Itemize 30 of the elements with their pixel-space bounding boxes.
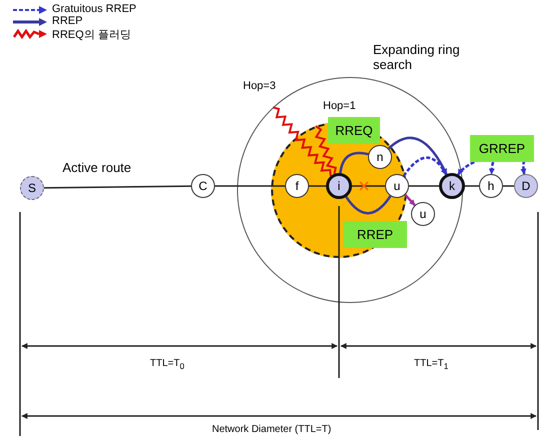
dimension-label: Network Diameter (TTL=T)	[212, 424, 332, 435]
message-box: GRREP	[470, 135, 534, 162]
hop-label: Hop=1	[323, 100, 356, 112]
node-circle: u	[385, 174, 409, 198]
node-circle: C	[191, 174, 215, 198]
node-circle: n	[368, 145, 392, 169]
arrow	[402, 156, 448, 177]
node-circle: S	[20, 176, 44, 200]
arrow	[388, 136, 448, 175]
arrow	[404, 194, 416, 206]
hop-label: Hop=3	[243, 80, 276, 92]
flooding-path	[314, 125, 337, 174]
arrow	[457, 160, 475, 176]
message-box: RREQ	[328, 117, 380, 144]
node-circle: h	[479, 174, 503, 198]
node-circle: i	[326, 173, 352, 199]
arrow	[488, 162, 495, 175]
flooding-path	[272, 106, 332, 176]
node-circle: u	[411, 202, 435, 226]
dimension-label: TTL=T$_{1}$	[414, 358, 448, 371]
legend-label: RREP	[52, 15, 83, 27]
arrow	[520, 160, 526, 175]
node-circle: D	[514, 174, 538, 198]
ring-title: Expanding ring search	[373, 42, 461, 72]
legend-label: RREQ의 플러딩	[52, 28, 131, 42]
message-box: RREP	[343, 221, 407, 248]
legend-label: Gratuitous RREP	[52, 3, 136, 15]
node-circle: f	[285, 174, 309, 198]
edge-label: Active route	[62, 160, 132, 175]
dimension-label: TTL=T$_{0}$	[150, 358, 184, 371]
